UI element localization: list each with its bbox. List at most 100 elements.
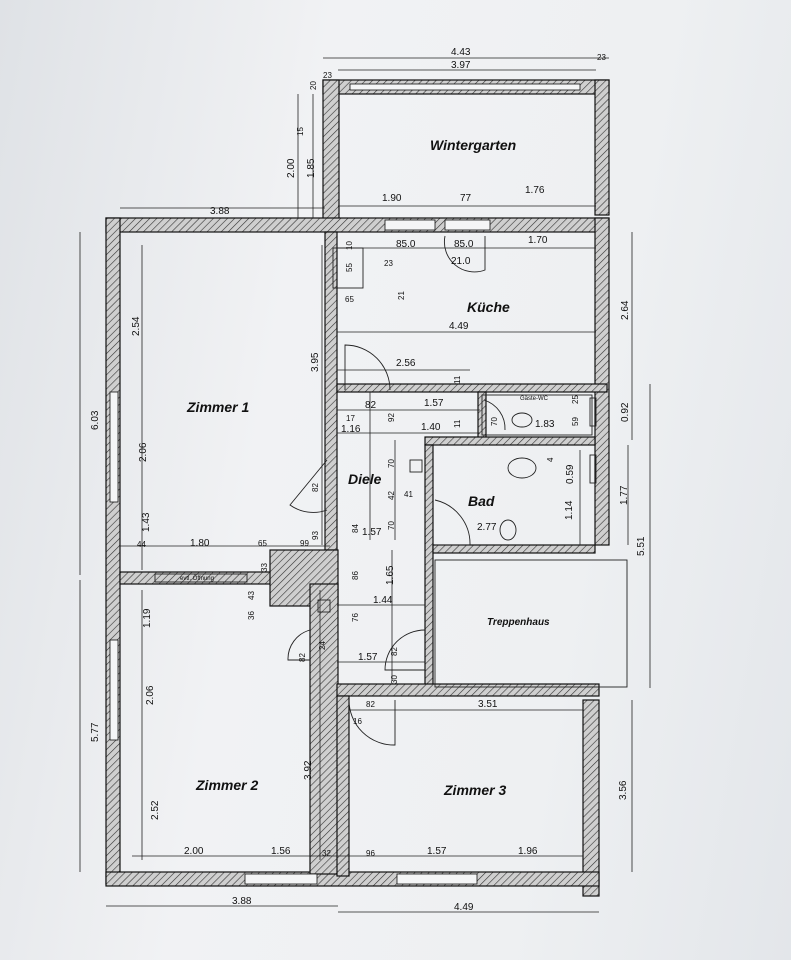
dim-d-11b: 11 bbox=[453, 419, 462, 428]
dim-d-41: 41 bbox=[404, 490, 413, 499]
wall-kueche-bottom bbox=[336, 383, 608, 393]
wall-top bbox=[105, 217, 610, 233]
wall-bad-bottom bbox=[432, 544, 596, 554]
dim-wc-183: 1.83 bbox=[535, 419, 555, 430]
label-opening-note: evtl. Öffnung bbox=[180, 575, 214, 582]
dim-k-55: 55 bbox=[345, 263, 354, 272]
dim-k-850a: 85.0 bbox=[396, 239, 416, 250]
wall-right-lower bbox=[582, 699, 600, 897]
window-zimmer3-bottom bbox=[396, 873, 478, 885]
door-zimmer1 bbox=[289, 459, 328, 513]
dim-right-356: 3.56 bbox=[618, 780, 629, 800]
opening-box bbox=[154, 573, 248, 583]
bad-radiator bbox=[589, 454, 597, 484]
wall-right-upper bbox=[594, 217, 610, 546]
dim-z3-351: 3.51 bbox=[478, 699, 498, 710]
label-wintergarten: Wintergarten bbox=[430, 137, 516, 153]
dim-d-70b: 70 bbox=[387, 459, 396, 468]
dim-bad-114: 1.14 bbox=[564, 500, 575, 520]
door-zimmer3 bbox=[348, 699, 396, 746]
dim-d-42: 42 bbox=[387, 491, 396, 500]
label-zimmer2: Zimmer 2 bbox=[195, 777, 258, 793]
dim-top-left-23: 23 bbox=[323, 71, 332, 80]
window-zimmer2 bbox=[109, 639, 119, 741]
dim-d-92: 92 bbox=[387, 413, 396, 422]
dim-z2-392: 3.92 bbox=[303, 760, 314, 780]
dim-right-092: 0.92 bbox=[620, 402, 631, 422]
dim-k-11a: 11 bbox=[453, 375, 462, 384]
dim-z1-206: 2.06 bbox=[138, 442, 149, 462]
duct-bad bbox=[409, 459, 423, 473]
dim-z2-119: 1.19 bbox=[142, 608, 153, 628]
dim-k-850b: 85.0 bbox=[454, 239, 474, 250]
dim-z1-143: 1.43 bbox=[141, 512, 152, 532]
dim-d-30: 30 bbox=[390, 675, 399, 684]
dim-d-93: 93 bbox=[311, 531, 320, 540]
dim-b-32: 32 bbox=[322, 849, 331, 858]
bad-sink bbox=[507, 457, 537, 479]
dim-k-210: 21.0 bbox=[451, 256, 471, 267]
label-gaeste-wc: Gäste-WC bbox=[520, 396, 549, 402]
wall-wintergarten-right bbox=[594, 79, 610, 216]
dim-top-right-23: 23 bbox=[597, 53, 606, 62]
dim-d-157c: 1.57 bbox=[358, 652, 378, 663]
label-kueche: Küche bbox=[467, 299, 510, 315]
wc-toilet bbox=[511, 412, 533, 428]
dim-d-165: 1.65 bbox=[385, 565, 396, 585]
dim-b-200: 2.00 bbox=[184, 846, 204, 857]
dim-d-70c: 70 bbox=[387, 521, 396, 530]
dim-z2-206: 2.06 bbox=[145, 685, 156, 705]
door-bad bbox=[434, 499, 471, 546]
dim-d-82b: 82 bbox=[311, 483, 320, 492]
dim-w-180: 1.80 bbox=[190, 538, 210, 549]
dim-z1-254: 2.54 bbox=[131, 316, 142, 336]
wall-zimmer3-left bbox=[336, 695, 350, 877]
window-zimmer2-bottom bbox=[244, 873, 318, 885]
label-zimmer3: Zimmer 3 bbox=[443, 782, 506, 798]
dim-wc-25: 25 bbox=[571, 395, 580, 404]
door-zimmer2 bbox=[287, 629, 311, 661]
window-wintergarten bbox=[349, 83, 581, 91]
dim-wc-59: 59 bbox=[571, 417, 580, 426]
dim-w-65: 65 bbox=[258, 539, 267, 548]
dim-d-84: 84 bbox=[351, 524, 360, 533]
dim-d-24: 24 bbox=[318, 641, 327, 650]
dim-k-170: 1.70 bbox=[528, 235, 548, 246]
dim-wg-77: 77 bbox=[460, 193, 472, 204]
dim-k-10: 10 bbox=[345, 241, 354, 250]
dim-z3-16: 16 bbox=[353, 717, 362, 726]
dim-d-157a: 1.57 bbox=[424, 398, 444, 409]
dim-top-total: 4.43 bbox=[451, 47, 471, 58]
dim-wg-190: 1.90 bbox=[382, 193, 402, 204]
dim-d-76: 76 bbox=[351, 613, 360, 622]
dim-d-82a: 82 bbox=[365, 400, 377, 411]
label-zimmer1: Zimmer 1 bbox=[186, 399, 249, 415]
wall-left bbox=[105, 217, 121, 885]
wall-bad-left bbox=[424, 444, 434, 691]
bad-toilet bbox=[499, 519, 517, 541]
wall-wintergarten-left bbox=[322, 79, 340, 221]
dim-b-157: 1.57 bbox=[427, 846, 447, 857]
dim-z3-82: 82 bbox=[366, 700, 375, 709]
label-bad: Bad bbox=[468, 493, 495, 509]
dim-d-82c: 82 bbox=[298, 653, 307, 662]
dimension-labels-vertical: 20 15 2.00 1.85 10 55 21 2.64 6.03 2.54 … bbox=[90, 81, 647, 820]
dim-d-144: 1.44 bbox=[373, 595, 393, 606]
dim-bottom-449: 4.49 bbox=[454, 902, 474, 913]
window-kueche-a bbox=[384, 219, 436, 231]
room-labels: Wintergarten Küche Zimmer 1 Diele Bad Gä… bbox=[180, 137, 550, 798]
label-treppenhaus: Treppenhaus bbox=[487, 617, 550, 628]
dim-bad-277: 2.77 bbox=[477, 522, 497, 533]
wall-bad-top bbox=[424, 436, 596, 446]
dim-d-17: 17 bbox=[346, 414, 355, 423]
walls bbox=[105, 79, 610, 897]
dim-bottom-388: 3.88 bbox=[232, 896, 252, 907]
dim-b-156: 1.56 bbox=[271, 846, 291, 857]
dim-w-36: 36 bbox=[247, 611, 256, 620]
label-diele: Diele bbox=[348, 471, 382, 487]
duct-diele bbox=[317, 599, 331, 613]
dim-w-44: 44 bbox=[137, 540, 146, 549]
door-treppenhaus bbox=[384, 629, 426, 671]
